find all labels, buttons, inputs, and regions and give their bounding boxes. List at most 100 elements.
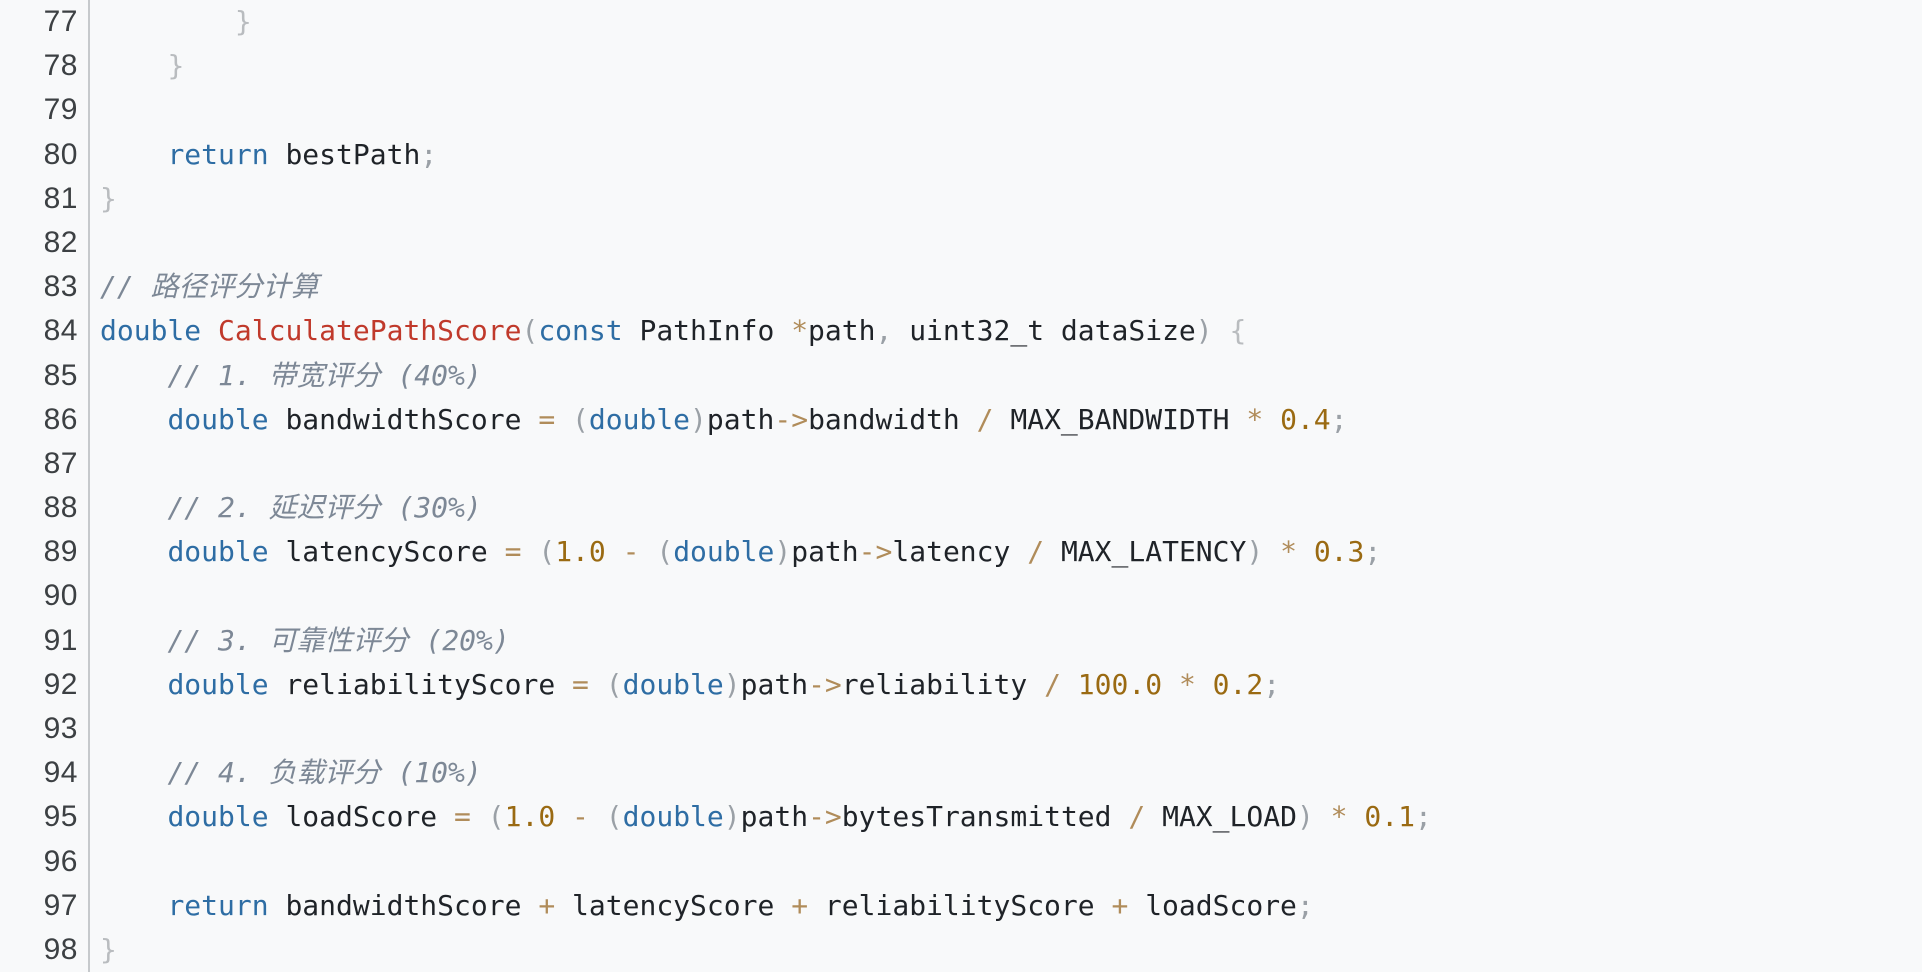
code-line[interactable]: 96 <box>0 839 1922 884</box>
code-line[interactable]: 79 <box>0 88 1922 133</box>
code-line-text[interactable]: // 路径评分计算 <box>100 265 1922 309</box>
line-number[interactable]: 77 <box>43 5 78 38</box>
line-number[interactable]: 91 <box>43 623 78 657</box>
line-number[interactable]: 84 <box>43 314 78 348</box>
code-line[interactable]: 93 <box>0 707 1922 752</box>
code-token <box>555 800 572 833</box>
code-line[interactable]: 89 double latencyScore = (1.0 - (double)… <box>0 530 1922 575</box>
line-number[interactable]: 95 <box>43 800 78 834</box>
line-number[interactable]: 98 <box>43 932 78 966</box>
code-token: ; <box>1364 535 1382 569</box>
code-line[interactable]: 83 // 路径评分计算 <box>0 265 1922 310</box>
line-number[interactable]: 85 <box>43 358 78 392</box>
code-token <box>555 403 572 436</box>
code-token: * <box>791 314 809 348</box>
code-token <box>201 314 218 347</box>
code-line[interactable]: 91 // 3. 可靠性评分 (20%) <box>0 618 1922 664</box>
gutter-separator <box>78 927 100 972</box>
line-number[interactable]: 81 <box>43 181 78 215</box>
code-line[interactable]: 95 double loadScore = (1.0 - (double)pat… <box>0 795 1922 840</box>
gutter-separator <box>78 265 100 310</box>
code-line-text[interactable]: return bestPath; <box>100 133 1922 177</box>
code-line-text[interactable]: double latencyScore = (1.0 - (double)pat… <box>100 530 1922 574</box>
line-number[interactable]: 97 <box>43 888 78 922</box>
line-number[interactable]: 93 <box>43 712 78 745</box>
code-line[interactable]: 77 } <box>0 0 1922 45</box>
code-token: MAX_LATENCY <box>1044 535 1247 569</box>
line-number[interactable]: 87 <box>43 446 78 480</box>
gutter-separator <box>78 397 100 443</box>
code-line[interactable]: 98} <box>0 927 1922 972</box>
code-token: * <box>1280 535 1297 569</box>
code-line[interactable]: 81} <box>0 176 1922 222</box>
code-line[interactable]: 82 <box>0 220 1922 266</box>
line-number[interactable]: 92 <box>43 667 78 701</box>
code-line-text[interactable]: } <box>100 928 1922 972</box>
code-line[interactable]: 80 return bestPath; <box>0 132 1922 177</box>
code-line[interactable]: 86 double bandwidthScore = (double)path-… <box>0 397 1922 443</box>
code-token: // 4. 负载评分 (10%) <box>167 756 482 790</box>
code-line-text[interactable]: double bandwidthScore = (double)path->ba… <box>100 398 1922 442</box>
code-line-text[interactable]: return bandwidthScore + latencyScore + r… <box>100 884 1922 928</box>
code-line-text[interactable]: // 4. 负载评分 (10%) <box>100 751 1922 795</box>
code-token <box>1297 535 1314 568</box>
line-number[interactable]: 83 <box>43 270 78 304</box>
code-line-text[interactable]: // 1. 带宽评分 (40%) <box>100 354 1922 398</box>
code-token: -> <box>808 800 842 834</box>
code-token: ( <box>572 402 589 436</box>
code-token: = <box>538 402 556 436</box>
code-token: ( <box>656 535 674 569</box>
code-line[interactable]: 94 // 4. 负载评分 (10%) <box>0 751 1922 796</box>
code-token: ; <box>1263 667 1281 701</box>
code-line-text[interactable]: } <box>100 44 1922 88</box>
line-number[interactable]: 88 <box>43 491 78 525</box>
code-token: 1.0 <box>555 535 606 569</box>
code-line[interactable]: 85 // 1. 带宽评分 (40%) <box>0 353 1922 398</box>
code-line[interactable]: 87 <box>0 441 1922 487</box>
code-line-text[interactable]: double loadScore = (1.0 - (double)path->… <box>100 795 1922 839</box>
line-number[interactable]: 78 <box>43 49 78 83</box>
code-token: path <box>706 402 775 436</box>
code-token: = <box>454 800 471 834</box>
code-line[interactable]: 88 // 2. 延迟评分 (30%) <box>0 486 1922 531</box>
line-number[interactable]: 89 <box>43 535 78 569</box>
code-token: bytesTransmitted <box>841 800 1129 834</box>
code-line[interactable]: 97 return bandwidthScore + latencyScore … <box>0 883 1922 929</box>
code-token: bandwidthScore <box>268 888 539 922</box>
code-line-text[interactable]: } <box>100 177 1922 221</box>
line-number[interactable]: 90 <box>43 579 78 613</box>
code-token <box>639 535 656 568</box>
line-number[interactable]: 80 <box>43 137 78 171</box>
code-line-text[interactable]: double reliabilityScore = (double)path->… <box>100 663 1922 707</box>
code-line-text[interactable]: } <box>100 0 1922 44</box>
line-number[interactable]: 94 <box>43 756 78 790</box>
code-token: // 1. 带宽评分 (40%) <box>167 358 482 392</box>
line-number[interactable]: 96 <box>43 844 78 878</box>
code-token: / <box>1027 535 1045 569</box>
code-token: / <box>1044 667 1061 701</box>
code-line[interactable]: 90 <box>0 574 1922 619</box>
code-token: ; <box>1330 402 1348 436</box>
code-token: ) <box>723 667 741 701</box>
code-token: + <box>791 888 809 922</box>
gutter-separator <box>78 530 100 575</box>
code-line[interactable]: 78 } <box>0 44 1922 89</box>
code-line-text[interactable]: double CalculatePathScore(const PathInfo… <box>100 309 1922 353</box>
code-token: double <box>167 535 269 569</box>
code-line[interactable]: 84 double CalculatePathScore(const PathIn… <box>0 309 1922 354</box>
code-token: ; <box>1414 800 1432 834</box>
code-token: 0.2 <box>1212 667 1264 701</box>
gutter-separator <box>78 662 100 708</box>
line-number[interactable]: 79 <box>43 93 78 127</box>
code-line-text[interactable]: // 2. 延迟评分 (30%) <box>100 486 1922 530</box>
line-number[interactable]: 86 <box>43 402 78 436</box>
code-token <box>100 624 167 657</box>
code-token: 0.3 <box>1313 535 1365 569</box>
code-token: } <box>234 5 252 38</box>
code-token <box>100 359 167 392</box>
line-number[interactable]: 82 <box>43 225 78 259</box>
code-line[interactable]: 92 double reliabilityScore = (double)pat… <box>0 662 1922 708</box>
code-line-text[interactable]: // 3. 可靠性评分 (20%) <box>100 619 1922 663</box>
